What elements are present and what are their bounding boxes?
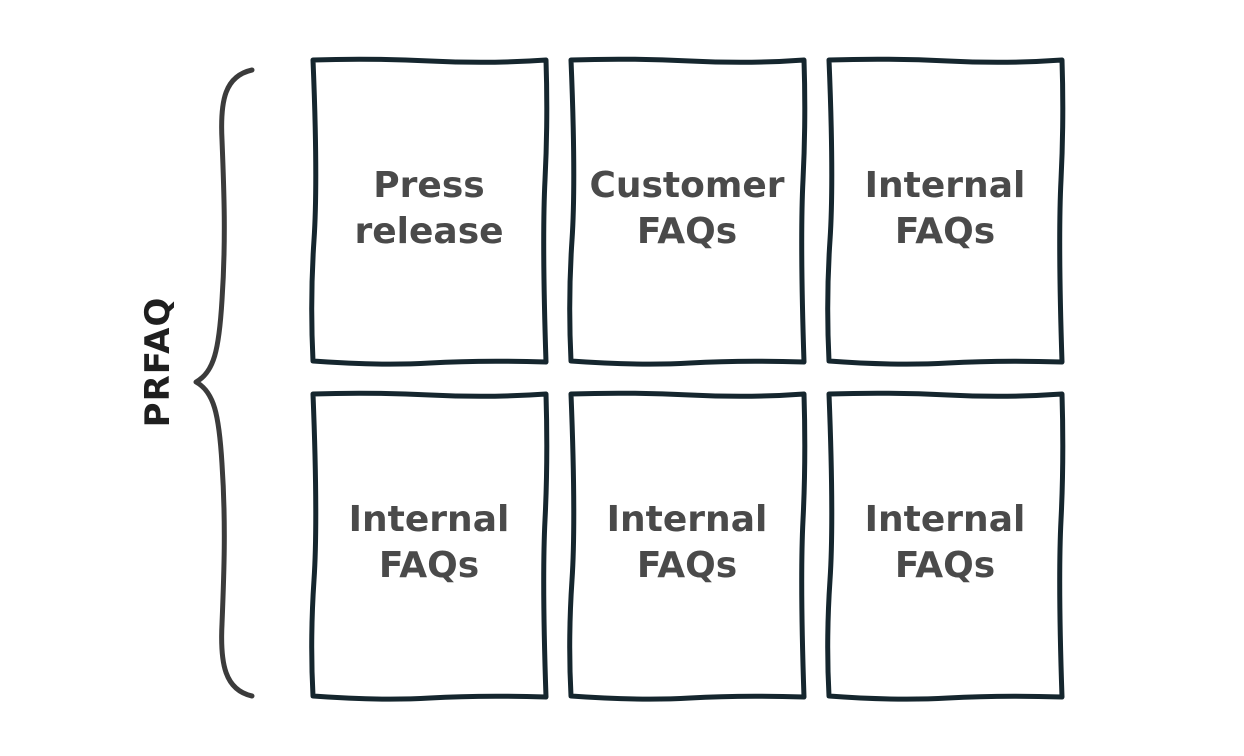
card-press-release (309, 56, 550, 367)
group-label-prfaq: PRFAQ (138, 296, 178, 428)
card-label-internal-faqs-2: Internal FAQs (348, 499, 510, 586)
card-internal-faqs-1 (825, 56, 1066, 367)
card-label-internal-faqs-3: Internal FAQs (606, 499, 768, 586)
card-label-press-release: Press release (354, 165, 504, 252)
card-label-internal-faqs-4: Internal FAQs (864, 499, 1026, 586)
card-internal-faqs-3 (567, 390, 808, 702)
curly-brace (193, 67, 255, 699)
card-label-internal-faqs-1: Internal FAQs (864, 165, 1026, 252)
card-internal-faqs-2 (309, 390, 550, 702)
card-customer-faqs (567, 56, 808, 367)
card-internal-faqs-4 (825, 390, 1066, 702)
card-label-customer-faqs: Customer FAQs (589, 165, 785, 252)
